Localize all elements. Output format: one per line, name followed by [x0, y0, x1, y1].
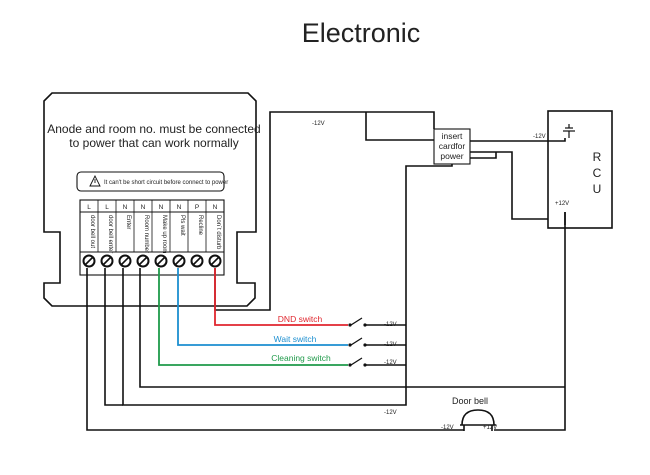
- terminal-label: Recline: [197, 215, 203, 236]
- terminal-letter: N: [177, 204, 182, 211]
- terminal-label: Don´t disturb: [215, 215, 221, 250]
- terminal-letter: N: [141, 204, 146, 211]
- terminal-label: Room number: [143, 215, 149, 253]
- bus-minus12-label: -12V: [384, 410, 397, 416]
- clean-switch: [348, 357, 406, 367]
- panel-note-line1: Anode and room no. must be connected: [47, 122, 260, 136]
- rcu-letter-c: C: [593, 166, 602, 180]
- terminal-block: L L N N N N P N door bell out door bell enter Ent…: [79, 199, 225, 276]
- terminal-label: Enter: [125, 215, 131, 229]
- rcu-letter-r: R: [593, 150, 602, 164]
- rcu-plus12-label: +12V: [555, 201, 569, 207]
- dnd-switch-label: DND switch: [278, 314, 323, 324]
- terminal-label: door bell out: [89, 215, 95, 248]
- dnd-switch: [348, 317, 406, 327]
- rcu-minus12-label: -12V: [533, 134, 546, 140]
- panel-note-line2: to power that can work normally: [69, 136, 238, 150]
- black-wires: [86, 111, 566, 431]
- warning-icon: [89, 174, 101, 187]
- dnd-minus12-label: -12V: [384, 322, 397, 328]
- wait-wire: [177, 268, 348, 346]
- terminal-screw-icon: [208, 254, 222, 268]
- card-line3: power: [440, 151, 463, 161]
- terminal-screw-icon: [190, 254, 204, 268]
- terminal-letter: N: [213, 204, 218, 211]
- terminal-screw-icon: [82, 254, 96, 268]
- warning-text: It can't be short circuit before connect…: [104, 180, 228, 186]
- clean-switch-label: Cleaning switch: [271, 353, 331, 363]
- rcu-letter-u: U: [593, 182, 602, 196]
- top-minus12-label: -12V: [312, 121, 325, 127]
- terminal-label: door bell enter: [107, 215, 113, 253]
- wait-minus12-label: -12V: [384, 342, 397, 348]
- wait-switch-label: Wait switch: [274, 334, 317, 344]
- rcu-button-icon: [563, 124, 575, 138]
- terminal-letter: P: [195, 204, 199, 211]
- warning-box: [76, 171, 225, 192]
- dnd-wire: [214, 268, 348, 326]
- clean-wire: [158, 268, 348, 366]
- card-line1: insert: [442, 131, 463, 141]
- wait-switch: [348, 337, 406, 347]
- doorbell-minus12-label: -12V: [441, 425, 454, 431]
- terminal-screw-icon: [172, 254, 186, 268]
- clean-minus12-label: -12V: [384, 360, 397, 366]
- terminal-screw-icon: [136, 254, 150, 268]
- terminal-screw-icon: [118, 254, 132, 268]
- card-line2: cardfor: [439, 141, 466, 151]
- doorbell-icon: [460, 409, 496, 431]
- doorbell-label: Door bell: [452, 396, 488, 406]
- rcu-box: [547, 110, 613, 229]
- terminal-letter: N: [123, 204, 128, 211]
- control-panel: [43, 92, 257, 307]
- terminal-screw-icon: [100, 254, 114, 268]
- terminal-label: Make up room: [161, 215, 167, 253]
- page-title: Electronic: [302, 18, 421, 48]
- doorbell-plus12-label: +12V: [483, 425, 497, 431]
- terminal-screw-icon: [154, 254, 168, 268]
- terminal-label: Pls wait: [179, 215, 185, 236]
- terminal-letter: N: [159, 204, 164, 211]
- terminal-letter: L: [87, 204, 91, 211]
- terminal-letter: L: [105, 204, 109, 211]
